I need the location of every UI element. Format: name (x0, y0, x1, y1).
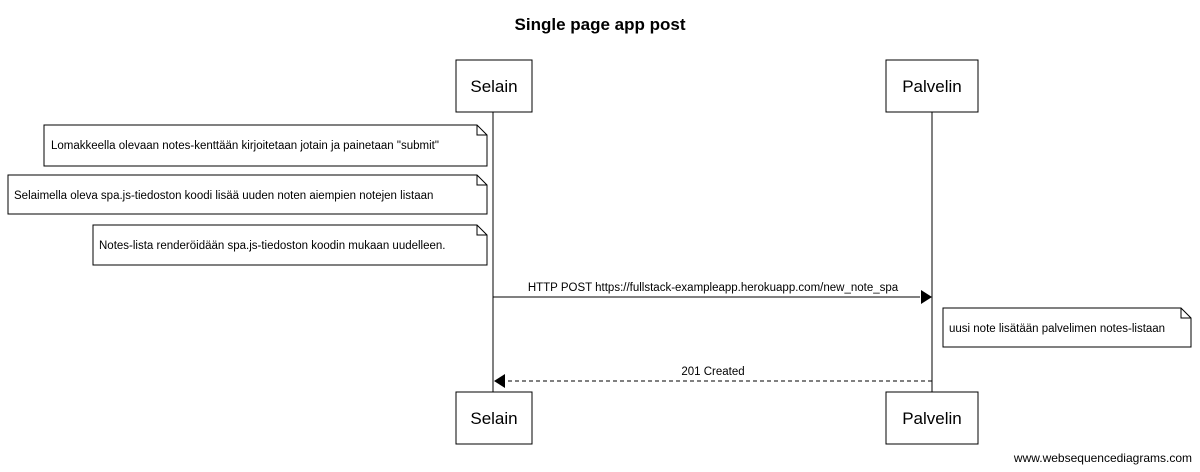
note-text: Lomakkeella olevaan notes-kenttään kirjo… (51, 140, 439, 152)
message-http-post: HTTP POST https://fullstack-exampleapp.h… (493, 282, 932, 304)
note-1: Lomakkeella olevaan notes-kenttään kirjo… (43, 124, 488, 167)
actor-label: Palvelin (902, 77, 962, 96)
note-4: uusi note lisätään palvelimen notes-list… (942, 307, 1192, 348)
actor-palvelin-top: Palvelin (885, 59, 979, 113)
note-text: Selaimella oleva spa.js-tiedoston koodi … (14, 190, 433, 202)
actor-palvelin-bottom: Palvelin (885, 391, 979, 445)
message-label: 201 Created (681, 366, 744, 378)
actor-selain-bottom: Selain (455, 391, 533, 445)
note-text: Notes-lista renderöidään spa.js-tiedosto… (99, 240, 446, 252)
note-text: uusi note lisätään palvelimen notes-list… (949, 323, 1165, 335)
watermark: www.websequencediagrams.com (1013, 451, 1192, 465)
actor-label: Palvelin (902, 409, 962, 428)
message-label: HTTP POST https://fullstack-exampleapp.h… (528, 282, 899, 294)
actor-label: Selain (470, 409, 517, 428)
actor-selain-top: Selain (455, 59, 533, 113)
message-201-created: 201 Created (494, 366, 932, 388)
note-3: Notes-lista renderöidään spa.js-tiedosto… (92, 224, 488, 266)
diagram-title: Single page app post (515, 15, 686, 34)
actor-label: Selain (470, 77, 517, 96)
arrowhead-icon (921, 290, 932, 304)
arrowhead-icon (494, 374, 505, 388)
note-2: Selaimella oleva spa.js-tiedoston koodi … (7, 174, 488, 215)
